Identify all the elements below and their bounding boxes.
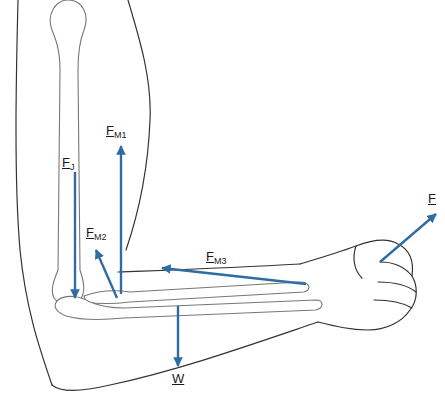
vector-symbol: F xyxy=(62,155,70,170)
vector-symbol: W xyxy=(172,371,184,386)
radius-bone xyxy=(84,282,309,304)
vector-symbol: F xyxy=(428,191,436,206)
muscle-force-arrow xyxy=(162,268,306,284)
finger-line xyxy=(374,300,412,308)
force-label: FM3 xyxy=(206,250,226,263)
label-text: W xyxy=(172,371,184,386)
label-text: FM3 xyxy=(206,249,226,264)
force-label: FJ xyxy=(62,156,74,169)
weight-label: W xyxy=(172,372,184,385)
weight-arrow xyxy=(177,306,179,366)
forearm-outline xyxy=(118,264,300,272)
muscle-force-arrow xyxy=(96,250,117,298)
ulna-bone xyxy=(55,296,322,319)
forearm-outline xyxy=(52,322,318,390)
label-text: FJ xyxy=(62,155,74,170)
biceps-outline xyxy=(126,0,150,250)
muscle-force-arrow xyxy=(120,146,122,294)
force-label: FM2 xyxy=(86,226,106,239)
humerus-bone xyxy=(50,0,86,304)
thumb-line xyxy=(354,246,362,278)
vector-symbol: F xyxy=(206,249,214,264)
arm-outline xyxy=(16,0,52,385)
vector-subscript: M2 xyxy=(94,232,107,242)
finger-line xyxy=(378,282,416,292)
label-text: FM2 xyxy=(86,225,106,240)
vector-symbol: F xyxy=(86,225,94,240)
vector-subscript: M1 xyxy=(114,130,127,140)
label-text: FM1 xyxy=(106,123,126,138)
finger-line xyxy=(380,262,412,276)
hand-force-arrow xyxy=(380,214,436,262)
joint-force-arrow xyxy=(74,172,76,298)
label-text: F xyxy=(428,191,436,206)
force-label: FM1 xyxy=(106,124,126,137)
vector-subscript: M3 xyxy=(214,256,227,266)
vector-symbol: F xyxy=(106,123,114,138)
hand-outline xyxy=(300,240,416,330)
force-label: F xyxy=(428,192,436,205)
vector-subscript: J xyxy=(70,162,75,172)
